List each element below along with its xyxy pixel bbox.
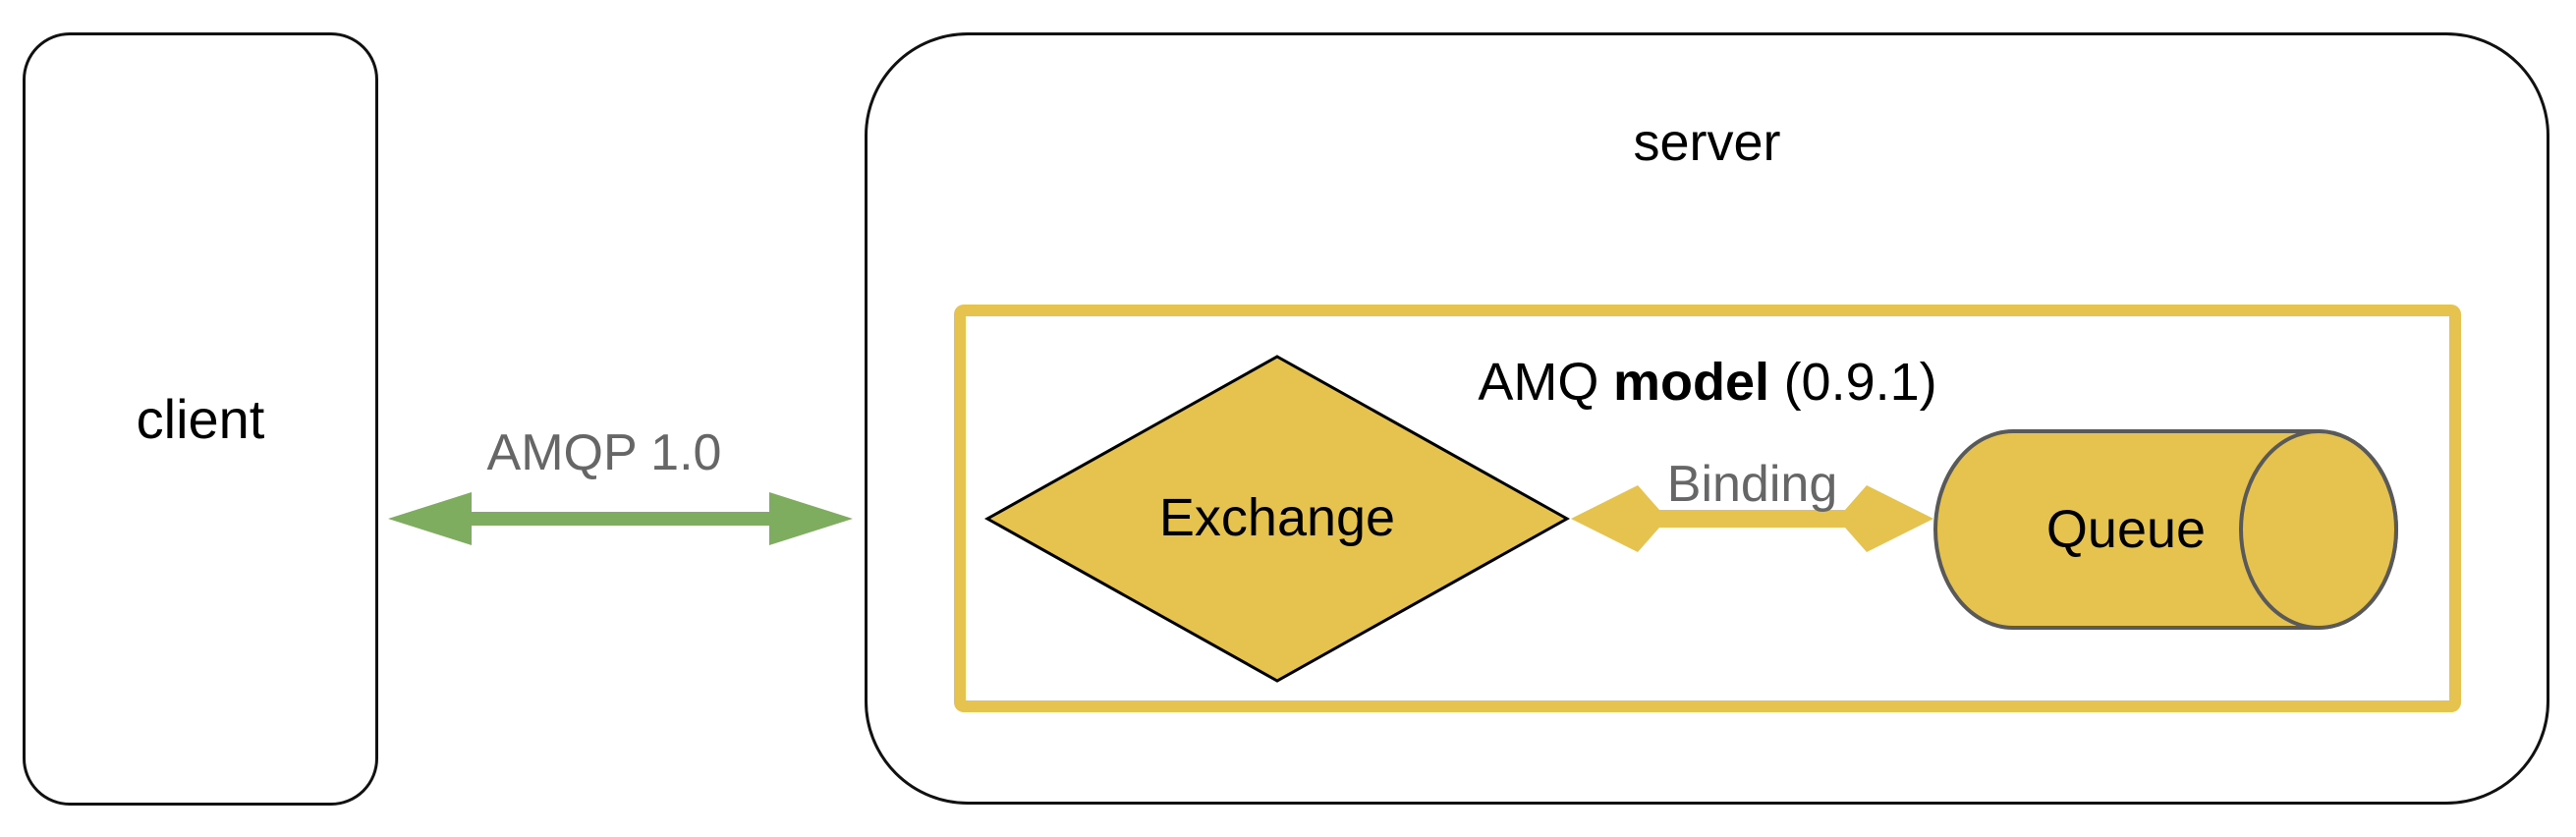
- amq-model-prefix: AMQ: [1478, 353, 1599, 412]
- amq-model-rect: [954, 305, 2461, 712]
- server-box: [865, 32, 2549, 805]
- queue-cylinder-icon: [1933, 429, 2398, 630]
- binding-arrow-polygon: [1571, 485, 1933, 552]
- amqp-double-arrow-icon: [388, 492, 853, 545]
- amq-model-name: model: [1612, 353, 1769, 412]
- server-label: server: [1633, 113, 1781, 172]
- queue-label: Queue: [2045, 500, 2207, 559]
- client-label: client: [136, 388, 265, 450]
- exchange-diamond-polygon: [984, 355, 1570, 683]
- binding-double-arrow-icon: [1571, 485, 1933, 552]
- amq-model-version: (0.9.1): [1783, 353, 1937, 412]
- amq-model-label: AMQ model (0.9.1): [954, 350, 2461, 415]
- client-box: client: [23, 32, 378, 806]
- amqp-connection-label: AMQP 1.0: [486, 424, 722, 481]
- binding-label: Binding: [1666, 456, 1838, 513]
- exchange-label: Exchange: [1158, 488, 1396, 547]
- queue-cylinder-endcap: [2239, 429, 2398, 630]
- green-arrow-polygon: [388, 492, 853, 545]
- exchange-diamond-icon: [984, 355, 1570, 683]
